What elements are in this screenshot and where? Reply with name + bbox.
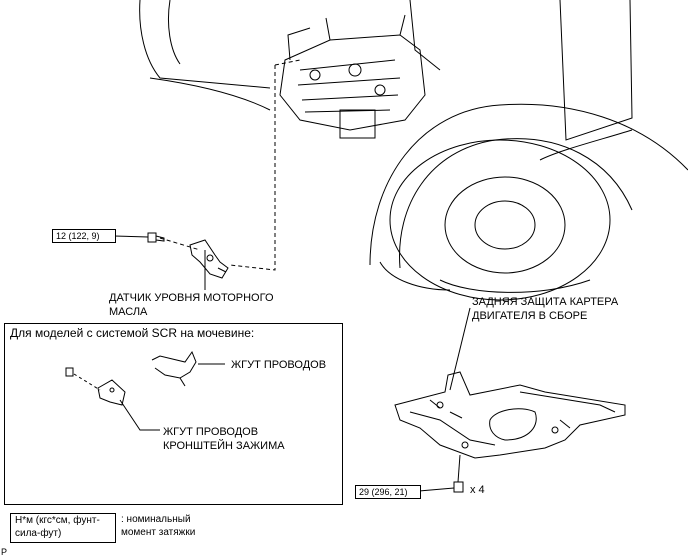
inset-bolt-part [65,367,74,377]
sensor-torque-leader [113,235,149,238]
oil-level-sensor-part [189,239,229,279]
skid-plate-bolt-part [453,481,464,493]
oil-level-sensor-label-line2: МАСЛА [109,306,148,318]
inset-wire-harness-label: ЖГУТ ПРОВОДОВ [231,359,327,371]
skid-plate-torque-leader [418,487,455,492]
vehicle-body-illustration [139,0,688,301]
sensor-bolt-part [147,232,165,243]
legend-description-line2: момент затяжки [121,527,196,538]
oil-level-sensor-label-line1: ДАТЧИК УРОВНЯ МОТОРНОГО [109,292,274,304]
urea-scr-inset-frame [4,323,343,505]
legend-unit-line2: сила-фут) [15,528,62,539]
corner-mark: P [1,547,8,557]
inset-harness-part [151,350,197,387]
sensor-torque-box: 12 (122, 9) [52,229,116,243]
legend-description-line1: : номинальный [121,514,191,525]
sensor-torque-value: 12 (122, 9) [56,231,100,241]
skid-plate-part [394,371,626,459]
skid-plate-label-line1: ЗАДНЯЯ ЗАЩИТА КАРТЕРА [472,296,619,308]
sensor-location-leader [159,59,301,271]
skid-plate-torque-value: 29 (296, 21) [359,487,408,497]
inset-dashed-leader [73,373,101,391]
skid-plate-bolt-count: x 4 [470,484,485,496]
inset-clamp-label-line1: ЖГУТ ПРОВОДОВ [163,426,259,438]
legend-unit-box: Н*м (кгс*см, фунт- сила-фут) [10,513,116,543]
legend-unit-line1: Н*м (кгс*см, фунт- [15,515,100,526]
inset-title: Для моделей с системой SCR на мочевине: [10,326,255,340]
skid-plate-torque-box: 29 (296, 21) [355,485,421,499]
clamp-bracket-part [97,379,126,406]
skid-plate-label-leader [449,307,471,391]
engine-illustration [279,14,426,139]
clamp-bracket-leader [119,399,160,431]
skid-plate-bolt-leader [457,454,461,483]
skid-plate-label-line2: ДВИГАТЕЛЯ В СБОРЕ [472,310,588,322]
inset-clamp-label-line2: КРОНШТЕЙН ЗАЖИМА [163,440,285,452]
